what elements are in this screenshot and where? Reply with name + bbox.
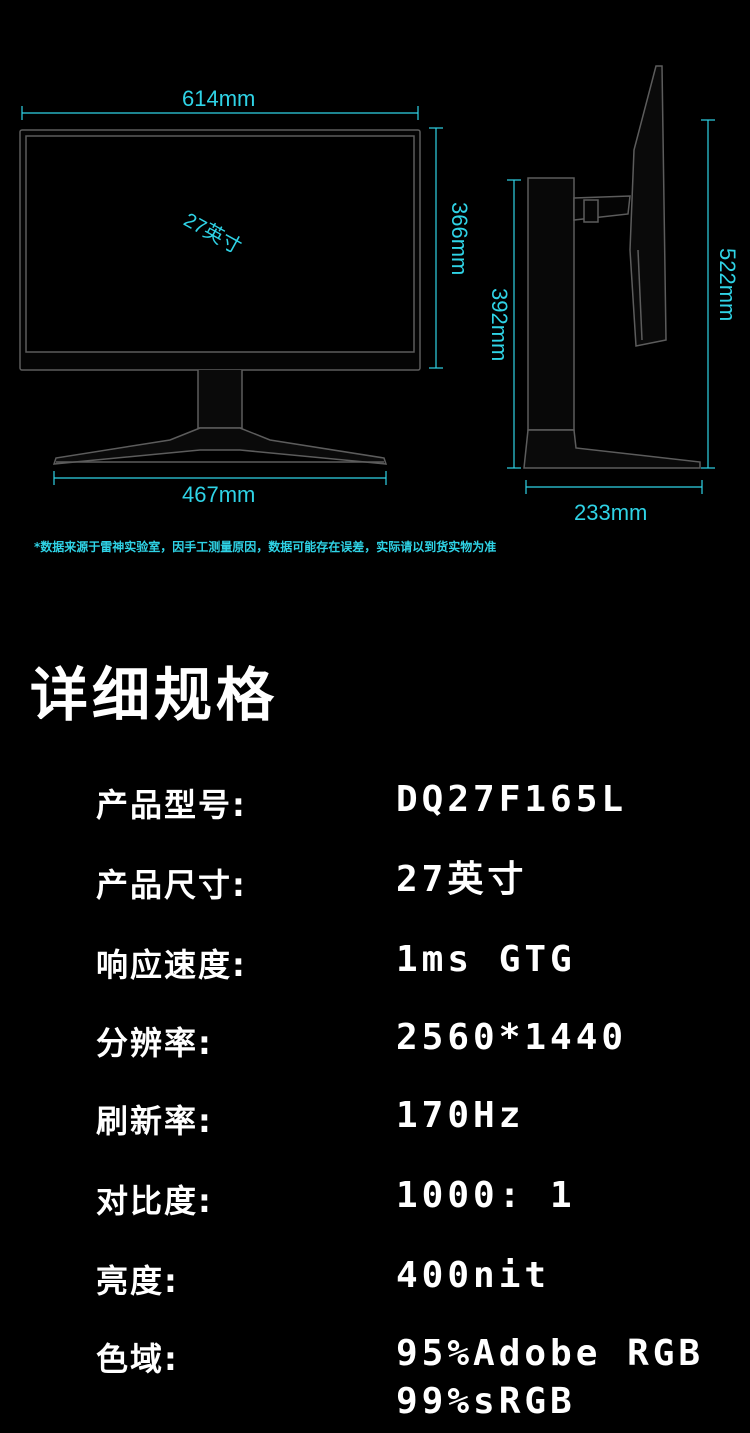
spec-value: 400nit: [396, 1255, 551, 1296]
section-title: 详细规格: [30, 661, 279, 729]
spec-value: DQ27F165L: [396, 779, 628, 820]
spec-value-secondary: 99%sRGB: [396, 1381, 576, 1422]
base-depth-label: 233mm: [574, 500, 648, 525]
total-height-label: 392mm: [487, 288, 512, 362]
spec-label: 产品尺寸:: [96, 866, 247, 904]
side-view: [523, 65, 701, 469]
spec-label: 刷新率:: [96, 1102, 213, 1140]
spec-label: 分辨率:: [96, 1024, 213, 1062]
width-label: 614mm: [182, 86, 256, 111]
spec-label: 色域:: [96, 1340, 179, 1378]
spec-value: 2560*1440: [396, 1017, 628, 1058]
spec-label: 产品型号:: [96, 786, 247, 824]
front-view: [19, 129, 421, 465]
monitor-drawing: [19, 65, 715, 494]
side-height-label: 522mm: [715, 248, 740, 322]
measurement-disclaimer: *数据来源于雷神实验室，因手工测量原因，数据可能存在误差，实际请以到货实物为准: [34, 540, 497, 554]
spec-value: 170Hz: [396, 1095, 525, 1136]
screen-height-label: 366mm: [447, 202, 472, 276]
spec-value: 1000: 1: [396, 1175, 576, 1216]
spec-value: 95%Adobe RGB: [396, 1333, 705, 1374]
base-width-label: 467mm: [182, 482, 256, 507]
spec-label: 亮度:: [96, 1262, 179, 1300]
spec-label: 响应速度:: [96, 946, 247, 984]
spec-label: 对比度:: [96, 1182, 213, 1220]
spec-value: 27英寸: [396, 859, 528, 900]
dimension-diagram: 614mm 366mm 392mm 522mm 467mm 233mm 27英寸…: [0, 0, 750, 600]
spec-value: 1ms GTG: [396, 939, 576, 980]
